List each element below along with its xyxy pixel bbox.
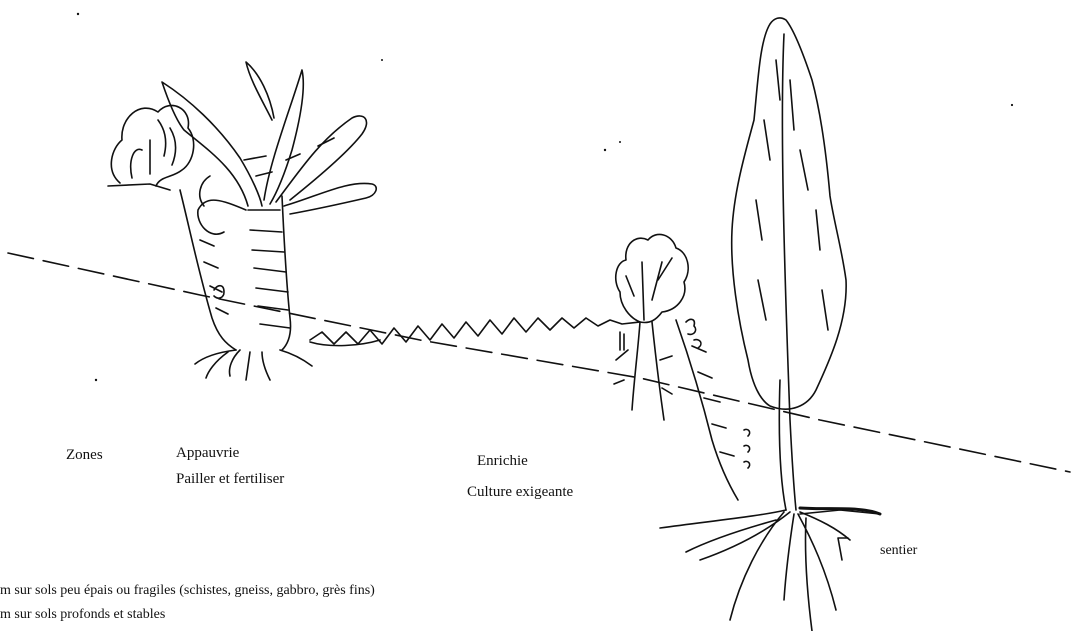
banana-plant [162, 62, 376, 380]
dashed-slope-line [8, 253, 1070, 472]
small-tree [614, 234, 750, 500]
pailler-label: Pailler et fertiliser [176, 470, 284, 488]
note-line-2: m sur sols profonds et stables [0, 606, 165, 624]
note-line-1: m sur sols peu épais ou fragiles (schist… [0, 582, 375, 600]
appauvrie-label: Appauvrie [176, 444, 239, 462]
culture-label: Culture exigeante [467, 483, 573, 501]
enrichie-label: Enrichie [477, 452, 528, 470]
mulch-strip [310, 318, 640, 344]
zones-label: Zones [66, 446, 103, 464]
sentier-label: sentier [880, 542, 917, 560]
left-bush [108, 105, 194, 190]
poplar-tree [660, 18, 880, 631]
